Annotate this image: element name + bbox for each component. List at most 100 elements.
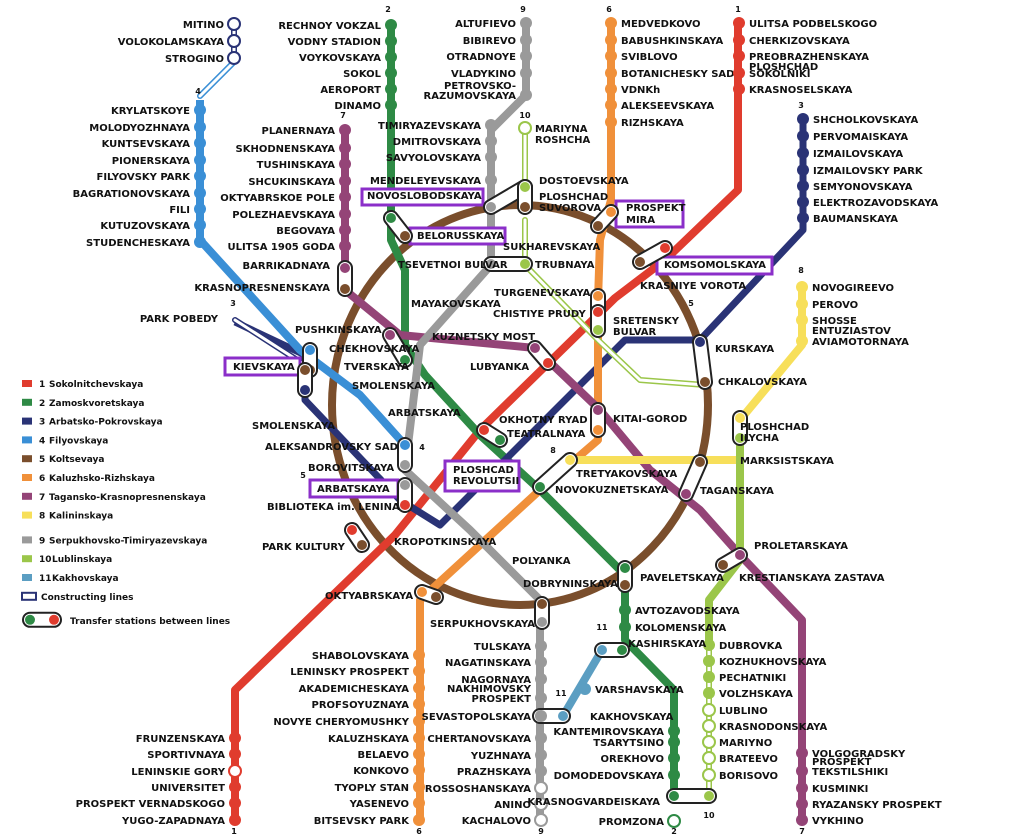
station-dot [385, 51, 397, 63]
station-label: VOLZHSKAYA [719, 689, 793, 700]
legend-transfer-label: Transfer stations between lines [70, 617, 230, 627]
legend-swatch [22, 492, 32, 500]
station-dot [385, 99, 397, 111]
station-nagornaya: NAGORNAYA [461, 673, 547, 686]
transfer-dot [520, 182, 530, 192]
station-volzhskaya: VOLZHSKAYA [703, 687, 793, 700]
transfer-dot [593, 221, 603, 231]
station-label: TSARYTSINO [593, 738, 664, 749]
station-kusminki: KUSMINKI [796, 782, 868, 795]
station-petrovsko: PETROVSKO- [444, 81, 516, 92]
station-altufievo: ALTUFIEVO [455, 17, 532, 30]
station-savyolovskaya: SAVYOLOVSKAYA [386, 151, 497, 164]
station-universitet: UNIVERSITET [151, 781, 241, 794]
transfer-dot [593, 325, 603, 335]
station-label: IZMAILOVSKY PARK [813, 166, 924, 177]
station-label: YUZHNAYA [470, 751, 531, 762]
transfer-station [397, 477, 413, 513]
transfer-station [678, 454, 708, 502]
station-label: ALTUFIEVO [455, 19, 516, 30]
station-dot [227, 34, 241, 48]
station-borisovo: BORISOVO [702, 768, 778, 782]
station-mitino: MITINO [183, 17, 241, 31]
transfer-station [517, 179, 533, 215]
transfer-dot [606, 207, 616, 217]
transfer-dot [357, 540, 367, 550]
station-bibirevo: BIBIREVO [463, 34, 532, 47]
station-cherkizovskaya: CHERKIZOVSKAYA [733, 34, 850, 47]
transfer-dot [347, 525, 357, 535]
transfer-station [692, 334, 713, 390]
line-11 [540, 647, 606, 720]
station-label: KOZHUKHOVSKAYA [719, 657, 827, 668]
station-label: ULITSA PODBELSKOGO [749, 19, 877, 30]
station-medvedkovo: MEDVEDKOVO [605, 17, 701, 30]
station-prospekt: PROSPEKT [472, 692, 547, 705]
transfer-dot [495, 435, 505, 445]
station-bitsevsky-park: BITSEVSKY PARK [314, 814, 425, 827]
station-elektrozavodskaya: ELEKTROZAVODSKAYA [797, 196, 939, 209]
station-label: AVTOZAVODSKAYA [635, 606, 740, 617]
station-dot [413, 649, 425, 661]
station-dot [413, 814, 425, 826]
legend-name: Kaluzhsko-Rizhskaya [49, 474, 155, 484]
station-label-oktyabrskaya: OKTYABRSKAYA [325, 591, 413, 602]
station-label: KANTEMIROVSKAYA [553, 727, 664, 738]
station-dot [194, 203, 206, 215]
station-label: ROSHCHA [535, 135, 590, 146]
transfer-station [337, 260, 353, 297]
station-label-park-pobedy: PARK POBEDY [140, 314, 219, 325]
station-label: SHABOLOVSKAYA [312, 651, 409, 662]
legend-num: 5 [39, 455, 45, 465]
station-label-serpukhovskaya: SERPUKHOVSKAYA [430, 619, 535, 630]
station-label: PECHATNIKI [719, 673, 786, 684]
station-dot [605, 50, 617, 62]
station-dubrovka: DUBROVKA [703, 639, 782, 652]
station-label: SKHODNENSKAYA [236, 144, 336, 155]
station-label-mayakovskaya: MAYAKOVSKAYA [411, 299, 501, 310]
station-label: PROSPEKT [812, 757, 872, 768]
station-domodedovskaya: DOMODEDOVSKAYA [554, 769, 680, 782]
station-dot [520, 17, 532, 29]
station-krasnogvardeiskaya: KRASNOGVARDEISKAYA [527, 797, 660, 808]
station-dot [413, 665, 425, 677]
station-label: AEROPORT [320, 85, 381, 96]
station-dot [702, 735, 716, 749]
station-tulskaya: TULSKAYA [474, 640, 547, 653]
legend-name: Arbatsko-Pokrovskaya [49, 418, 163, 428]
transfer-dot [593, 291, 603, 301]
station-vodny-stadion: VODNY STADION [288, 35, 397, 48]
station-label-ilycha: ILYCHA [740, 433, 779, 444]
line-2 [387, 22, 678, 800]
station-dot [485, 135, 497, 147]
station-nakhimovsky: NAKHIMOVSKY [447, 684, 532, 695]
station-label: VOYKOVSKAYA [299, 53, 381, 64]
line-number: 1 [735, 5, 741, 14]
line-9 [401, 22, 544, 822]
station-label-krasnopresnenskaya: KRASNOPRESNENSKAYA [194, 283, 330, 294]
station-label: KONKOVO [353, 766, 409, 777]
transfer-dot [735, 550, 745, 560]
station-dot [228, 764, 242, 778]
transfer-dot [695, 337, 705, 347]
station-dot [796, 314, 808, 326]
station-entuziastov: ENTUZIASTOV [812, 326, 891, 337]
transfer-dot [543, 358, 553, 368]
station-label: NAGATINSKAYA [445, 658, 531, 669]
transfer-dot [700, 377, 710, 387]
transfer-dot [400, 231, 410, 241]
station-vdnkh: VDNKh [605, 83, 660, 96]
station-label: BORISOVO [719, 771, 778, 782]
station-dot [668, 725, 680, 737]
station-sportivnaya: SPORTIVNAYA [147, 748, 241, 761]
station-label-chistiye-prudy: CHISTIYE PRUDY [493, 309, 586, 320]
station-label: DOMODEDOVSKAYA [554, 771, 665, 782]
station-dot [229, 781, 241, 793]
station-perovo: PEROVO [796, 298, 858, 311]
station-dot [796, 814, 808, 826]
station-dot [796, 335, 808, 347]
